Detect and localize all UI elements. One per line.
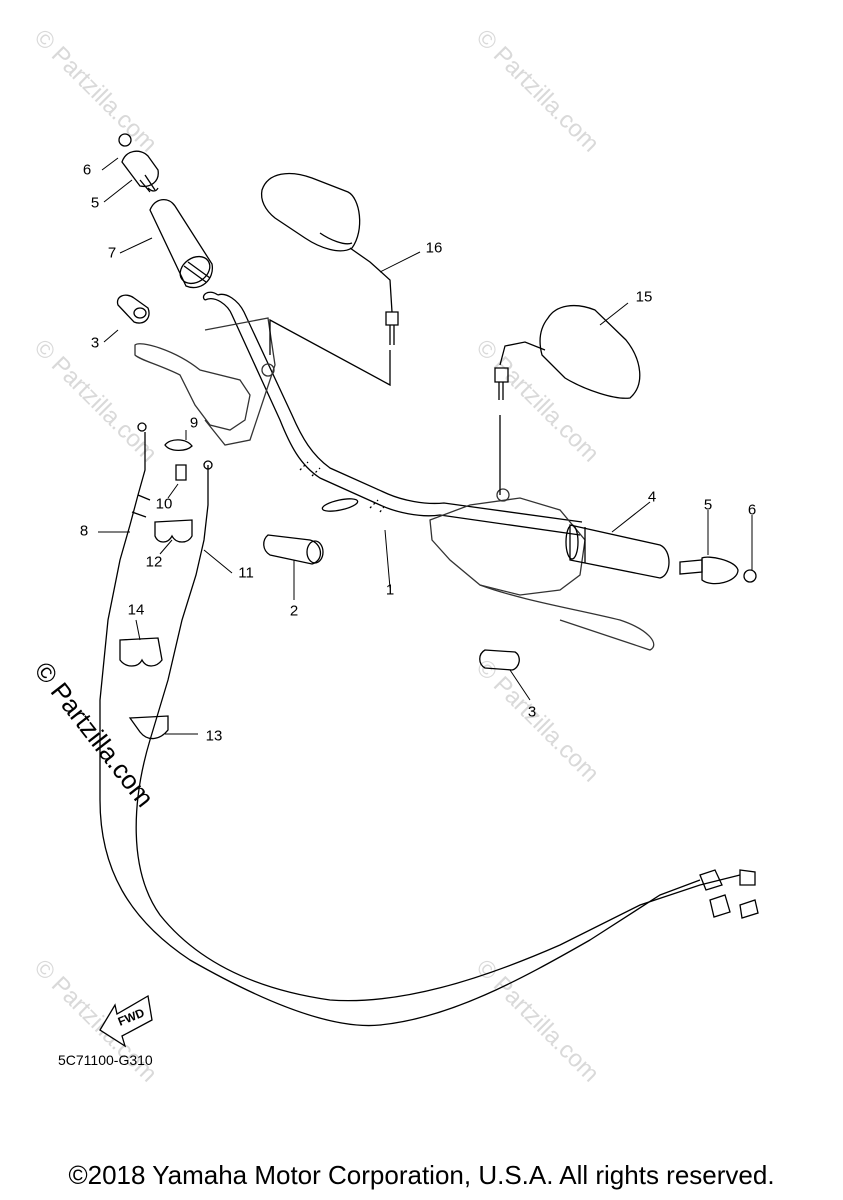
mirror-right	[494, 304, 641, 495]
callout-label: 5	[703, 496, 713, 514]
callout-label: 7	[107, 244, 117, 262]
right-grommet	[479, 649, 520, 671]
left-holder	[134, 317, 276, 446]
callout-label: 1	[385, 581, 395, 599]
copyright-text: ©2018 Yamaha Motor Corporation, U.S.A. A…	[68, 1160, 775, 1190]
callout-label: 8	[79, 522, 89, 540]
callout-label: 14	[127, 601, 145, 619]
callout-label: 4	[647, 488, 657, 506]
leader-lines	[98, 157, 753, 735]
callout-label: 2	[289, 602, 299, 620]
callout-label: 16	[425, 239, 443, 257]
callout-label: 10	[155, 495, 173, 513]
callout-label: 5	[90, 194, 100, 212]
callout-label: 6	[82, 161, 92, 179]
handlebar	[202, 291, 583, 536]
callout-label: 15	[635, 288, 653, 306]
callout-label: 3	[90, 334, 100, 352]
callout-label: 11	[238, 564, 254, 582]
left-grip	[149, 199, 213, 289]
cable-clamps	[119, 519, 193, 740]
callout-label: 13	[205, 727, 223, 745]
mirror-left	[260, 172, 399, 387]
left-bar-end	[118, 133, 159, 193]
right-holder	[429, 488, 655, 651]
callout-label: 6	[747, 501, 757, 519]
right-bar-end	[679, 556, 757, 585]
bolt-and-clip	[164, 439, 193, 481]
forward-arrow-icon: FWD	[99, 994, 153, 1048]
right-grip	[565, 524, 670, 579]
clamp-part-2	[263, 534, 324, 565]
diagram-code: 5C71100-G310	[58, 1052, 153, 1068]
left-grommet	[116, 294, 150, 324]
callout-label: 3	[527, 703, 537, 721]
throttle-cables	[99, 422, 759, 1027]
callout-label: 12	[145, 553, 163, 571]
callout-label: 9	[189, 414, 199, 432]
